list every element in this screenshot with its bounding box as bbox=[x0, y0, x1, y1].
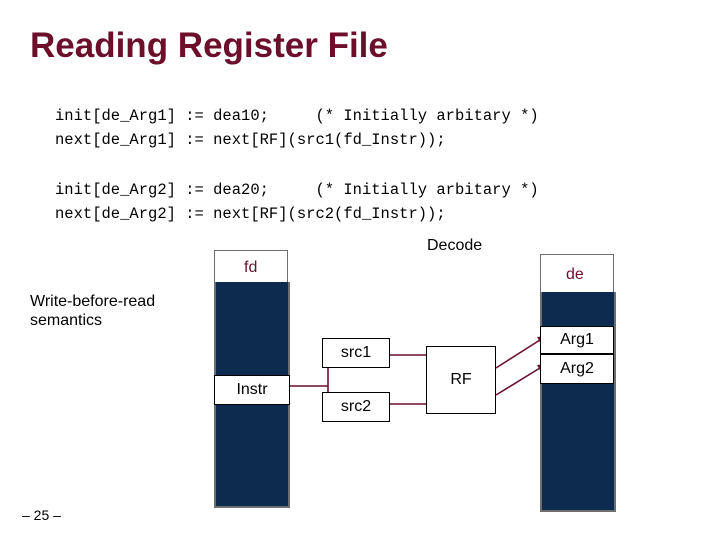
register-file-box: RF bbox=[426, 346, 496, 414]
arg1-field: Arg1 bbox=[540, 326, 614, 354]
code-block-arg1: init[de_Arg1] := dea10; (* Initially arb… bbox=[55, 104, 539, 152]
arg2-wire bbox=[495, 367, 541, 396]
code-line: next[de_Arg2] := next[RF](src2(fd_Instr)… bbox=[55, 205, 446, 223]
page-title: Reading Register File bbox=[30, 26, 388, 65]
arg1-wire bbox=[495, 339, 541, 369]
de-register-top bbox=[540, 254, 614, 294]
code-line: next[de_Arg1] := next[RF](src1(fd_Instr)… bbox=[55, 131, 446, 149]
semantics-note: Write-before-read semantics bbox=[30, 292, 155, 330]
fd-label: fd bbox=[244, 259, 258, 276]
src2-box: src2 bbox=[322, 392, 390, 422]
semantics-line: Write-before-read bbox=[30, 293, 156, 310]
de-label: de bbox=[566, 266, 584, 283]
code-line: init[de_Arg1] := dea10; (* Initially arb… bbox=[55, 107, 539, 125]
page-number: – 25 – bbox=[22, 507, 61, 523]
decode-label: Decode bbox=[427, 237, 483, 254]
src1-box: src1 bbox=[322, 338, 390, 368]
code-block-arg2: init[de_Arg2] := dea20; (* Initially arb… bbox=[55, 178, 539, 226]
code-line: init[de_Arg2] := dea20; (* Initially arb… bbox=[55, 181, 539, 199]
instr-field: Instr bbox=[214, 375, 290, 405]
arg2-field: Arg2 bbox=[540, 354, 614, 384]
semantics-line: semantics bbox=[30, 312, 103, 329]
fd-register-top bbox=[214, 250, 288, 284]
